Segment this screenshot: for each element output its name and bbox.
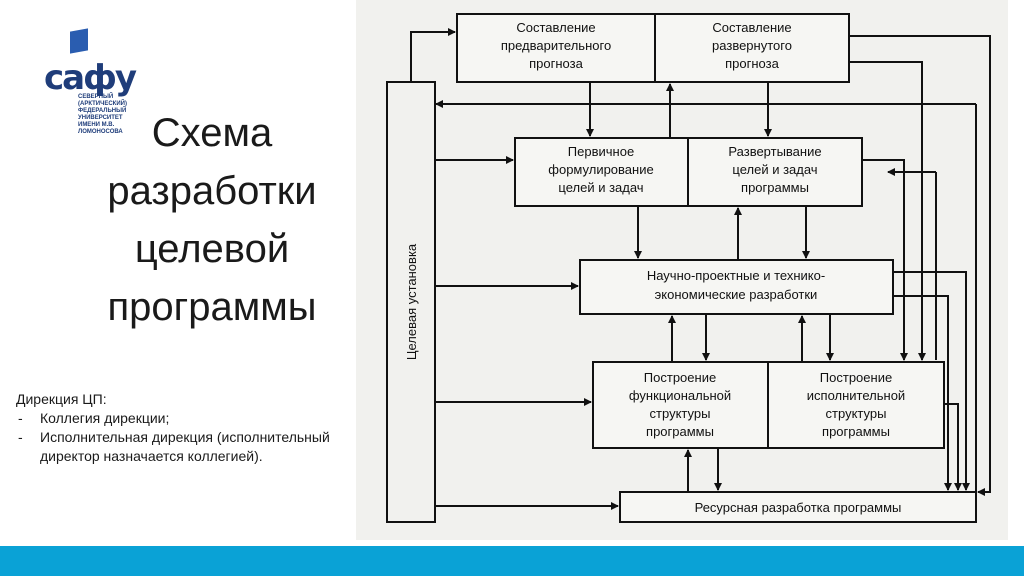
target-setting-box: [386, 81, 436, 523]
functional-line1: Построение: [644, 370, 716, 385]
executive-line1: Построение: [820, 370, 892, 385]
arrow-executive-to-resource: [944, 403, 962, 491]
functional-structure-box: [592, 361, 769, 449]
primary-goals-line3: целей и задач: [558, 180, 643, 195]
notes-list: Коллегия дирекции; Исполнительная дирекц…: [16, 409, 336, 466]
research-line2: экономические разработки: [655, 287, 818, 302]
research-line1: Научно-проектные и технико-: [647, 268, 825, 283]
primary-goals-box: [514, 137, 689, 207]
target-setting-label: Целевая установка: [404, 243, 419, 360]
slide-title: Схема разработки целевой программы: [107, 111, 317, 329]
research-box: [579, 259, 894, 315]
university-logo: сафу Северный (Арктический) федеральный …: [40, 28, 140, 148]
notes-item: Коллегия дирекции;: [16, 409, 336, 428]
expand-goals-box: [687, 137, 863, 207]
detailed-forecast-line1: Составление: [712, 20, 791, 35]
resource-box: [619, 491, 977, 523]
primary-goals-line2: формулирование: [548, 162, 653, 177]
arrow-detailed-to-executive: [849, 61, 926, 361]
functional-line2: функциональной: [629, 388, 731, 403]
detailed-forecast-line3: прогноза: [725, 56, 779, 71]
arrow-detailed-to-resource: [849, 35, 991, 496]
arrow-research-to-resource-2: [893, 295, 952, 491]
detailed-forecast-box: [654, 13, 850, 83]
prelim-forecast-line3: прогноза: [529, 56, 583, 71]
notes-item: Исполнительная дирекция (исполнительный …: [16, 428, 336, 466]
resource-label: Ресурсная разработка программы: [695, 500, 902, 515]
arrow-target-to-prelim: [410, 28, 456, 82]
expand-goals-line1: Развертывание: [728, 144, 821, 159]
directorate-notes: Дирекция ЦП: Коллегия дирекции; Исполнит…: [16, 390, 336, 466]
notes-heading: Дирекция ЦП:: [16, 391, 107, 407]
expand-goals-line2: целей и задач: [732, 162, 817, 177]
arrow-research-to-resource: [893, 271, 970, 491]
executive-line3: структуры: [826, 406, 887, 421]
prelim-forecast-line2: предварительного: [501, 38, 611, 53]
detailed-forecast-line2: развернутого: [712, 38, 792, 53]
logo-subtitle: Северный (Арктический) федеральный униве…: [78, 94, 127, 135]
executive-line4: программы: [822, 424, 890, 439]
logo-wordmark: сафу: [44, 58, 137, 98]
prelim-forecast-box: [456, 13, 656, 83]
arrow-expand-to-executive: [862, 159, 908, 361]
functional-line4: программы: [646, 424, 714, 439]
primary-goals-line1: Первичное: [568, 144, 634, 159]
expand-goals-line3: программы: [741, 180, 809, 195]
prelim-forecast-line1: Составление: [516, 20, 595, 35]
footer-accent-bar: [0, 546, 1024, 576]
executive-line2: исполнительной: [807, 388, 905, 403]
executive-structure-box: [767, 361, 945, 449]
functional-line3: структуры: [650, 406, 711, 421]
